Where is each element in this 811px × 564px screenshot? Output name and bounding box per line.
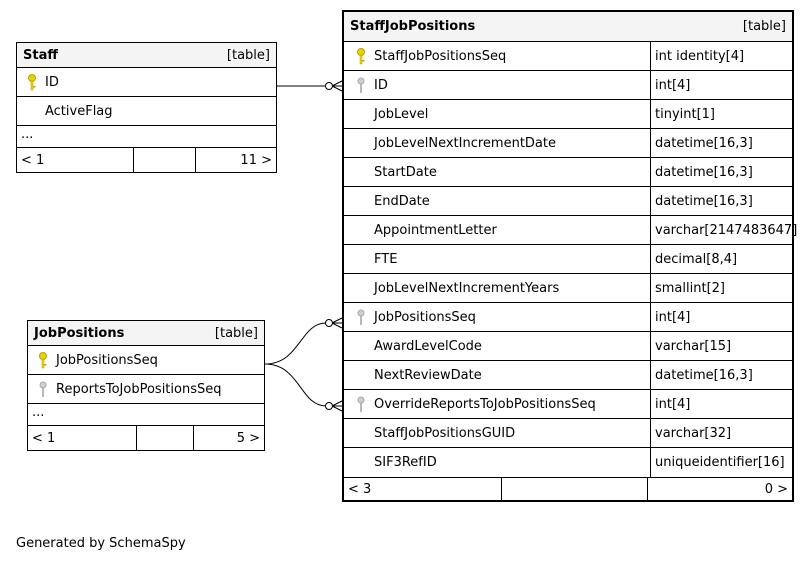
column-name: ID [45, 74, 59, 90]
more-columns-ellipsis: ... [17, 126, 276, 148]
column-row[interactable]: AwardLevelCode varchar[15] [344, 332, 792, 361]
table-staff[interactable]: Staff [table] ID ActiveFlag ... < 1 11 > [16, 42, 277, 173]
foreign-key-icon [357, 309, 365, 325]
link-override-seq-circle [325, 402, 333, 410]
more-columns-ellipsis: ... [28, 404, 264, 426]
column-datatype: int[4] [650, 71, 792, 99]
column-datatype: tinyint[1] [650, 100, 792, 128]
column-row[interactable]: StaffJobPositionsGUID varchar[32] [344, 419, 792, 448]
column-datatype: datetime[16,3] [650, 187, 792, 215]
parent-count[interactable]: < 3 [344, 478, 502, 500]
foreign-key-icon [39, 381, 47, 397]
parent-count[interactable]: < 1 [28, 426, 137, 450]
column-datatype: varchar[2147483647] [650, 216, 797, 244]
table-name: JobPositions [34, 325, 125, 341]
link-staff-id-crowfoot [331, 80, 343, 92]
column-name: SIF3RefID [374, 455, 437, 470]
table-header: JobPositions [table] [28, 321, 264, 346]
table-header: StaffJobPositions [table] [344, 12, 792, 42]
column-name: EndDate [374, 193, 430, 209]
link-jobpositions-seq-circle [325, 319, 333, 327]
column-row[interactable]: JobLevelNextIncrementDate datetime[16,3] [344, 129, 792, 158]
table-footer: < 3 0 > [344, 477, 792, 500]
link-jobpositions-seq [264, 322, 327, 365]
column-row[interactable]: AppointmentLetter varchar[2147483647] [344, 216, 797, 245]
link-jobpositions-seq-crowfoot [331, 317, 343, 329]
table-name: Staff [23, 47, 58, 63]
column-row[interactable]: JobLevel tinyint[1] [344, 100, 792, 129]
column-row[interactable]: ID [17, 68, 276, 97]
column-name: StartDate [374, 164, 437, 180]
column-datatype: int identity[4] [650, 42, 792, 70]
primary-key-icon [39, 352, 47, 369]
column-name: OverrideReportsToJobPositionsSeq [374, 396, 596, 412]
table-header: Staff [table] [17, 43, 276, 68]
column-row[interactable]: NextReviewDate datetime[16,3] [344, 361, 792, 390]
child-count[interactable]: 5 > [236, 430, 260, 446]
generated-by-credit: Generated by SchemaSpy [16, 536, 186, 551]
link-override-seq [264, 363, 327, 407]
column-row[interactable]: JobLevelNextIncrementYears smallint[2] [344, 274, 792, 303]
footer-spacer [137, 426, 194, 450]
column-datatype: uniqueidentifier[16] [650, 448, 792, 477]
column-row[interactable]: FTE decimal[8,4] [344, 245, 792, 274]
column-row[interactable]: JobPositionsSeq [28, 346, 264, 375]
column-row[interactable]: StaffJobPositionsSeq int identity[4] [344, 42, 792, 71]
column-name: JobPositionsSeq [374, 309, 476, 325]
column-name: JobLevelNextIncrementYears [374, 280, 560, 296]
column-datatype: smallint[2] [650, 274, 792, 302]
footer-spacer [502, 478, 648, 500]
column-list: StaffJobPositionsSeq int identity[4] ID int… [344, 42, 797, 477]
column-row[interactable]: SIF3RefID uniqueidentifier[16] [344, 448, 792, 477]
foreign-key-icon [357, 396, 365, 412]
child-count[interactable]: 0 > [764, 481, 788, 497]
column-datatype: int[4] [650, 303, 792, 331]
table-footer: < 1 11 > [17, 148, 276, 172]
link-override-seq-crowfoot [331, 400, 343, 412]
child-count[interactable]: 11 > [240, 152, 272, 168]
table-type: [table] [226, 47, 270, 63]
footer-spacer [134, 148, 196, 172]
column-datatype: decimal[8,4] [650, 245, 792, 273]
column-row[interactable]: OverrideReportsToJobPositionsSeq int[4] [344, 390, 792, 419]
column-row[interactable]: ActiveFlag [17, 97, 276, 126]
column-datatype: datetime[16,3] [650, 158, 792, 186]
column-row[interactable]: ID int[4] [344, 71, 792, 100]
table-footer: < 1 5 > [28, 426, 264, 450]
column-row[interactable]: JobPositionsSeq int[4] [344, 303, 792, 332]
column-datatype: varchar[32] [650, 419, 792, 447]
parent-count[interactable]: < 1 [17, 148, 134, 172]
column-row[interactable]: StartDate datetime[16,3] [344, 158, 792, 187]
table-job-positions[interactable]: JobPositions [table] JobPositionsSeq Rep… [27, 320, 265, 451]
link-staff-id-circle [325, 82, 333, 90]
column-datatype: datetime[16,3] [650, 129, 792, 157]
column-name: ID [374, 77, 388, 93]
column-name: StaffJobPositionsGUID [374, 425, 516, 441]
column-name: JobLevel [374, 106, 429, 122]
column-name: NextReviewDate [374, 367, 482, 383]
foreign-key-icon [357, 77, 365, 93]
primary-key-icon [357, 48, 365, 65]
column-datatype: varchar[15] [650, 332, 792, 360]
column-datatype: int[4] [650, 390, 792, 418]
column-name: JobLevelNextIncrementDate [374, 135, 556, 151]
table-type: [table] [742, 19, 786, 34]
table-name: StaffJobPositions [350, 19, 476, 34]
column-name: JobPositionsSeq [56, 352, 158, 368]
column-name: AwardLevelCode [374, 338, 482, 354]
column-datatype: datetime[16,3] [650, 361, 792, 389]
column-row[interactable]: EndDate datetime[16,3] [344, 187, 792, 216]
column-name: ReportsToJobPositionsSeq [56, 381, 222, 397]
column-name: StaffJobPositionsSeq [374, 48, 507, 64]
column-name: AppointmentLetter [374, 222, 497, 238]
table-type: [table] [214, 325, 258, 341]
primary-key-icon [28, 74, 36, 91]
column-name: FTE [374, 251, 398, 267]
column-name: ActiveFlag [45, 103, 113, 119]
column-row[interactable]: ReportsToJobPositionsSeq [28, 375, 264, 404]
table-staff-job-positions[interactable]: StaffJobPositions [table] StaffJobPositi… [342, 10, 797, 502]
